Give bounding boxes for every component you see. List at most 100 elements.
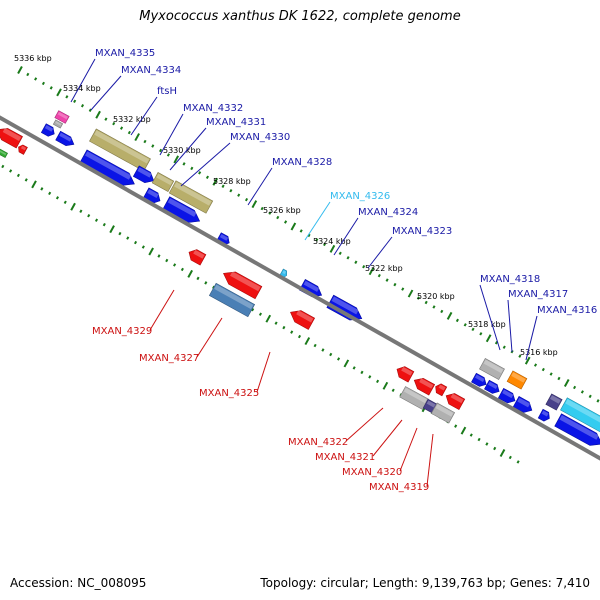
bottom-major-tick: [31, 180, 37, 189]
bottom-minor-tick: [258, 312, 263, 316]
bottom-minor-tick: [274, 321, 278, 325]
top-minor-tick: [205, 175, 210, 180]
feature-layer: [0, 110, 600, 446]
bottom-minor-tick: [282, 325, 286, 330]
leader-line: [399, 427, 418, 472]
top-minor-tick: [518, 354, 522, 358]
top-minor-tick: [244, 197, 249, 202]
leader-line: [247, 167, 273, 206]
gene-block: [208, 282, 256, 318]
bottom-major-tick: [265, 314, 272, 323]
top-major-tick: [134, 133, 140, 142]
bottom-minor-tick: [133, 240, 138, 245]
accession-text: Accession: NC_008095: [10, 576, 147, 590]
top-minor-tick: [299, 229, 303, 233]
gene-block: [0, 147, 8, 159]
gene-block: [79, 149, 135, 186]
gene-block: [560, 397, 600, 433]
gene-block: [435, 383, 448, 397]
top-minor-tick: [307, 233, 311, 238]
gene-block: [554, 413, 600, 446]
gene-label-forward: MXAN_4330: [230, 132, 290, 143]
top-minor-tick: [338, 251, 342, 256]
top-minor-tick: [143, 139, 147, 144]
leader-line: [180, 142, 231, 187]
top-minor-tick: [284, 220, 288, 224]
gene-label-forward: MXAN_4318: [480, 274, 540, 285]
top-minor-tick: [237, 193, 241, 197]
leader-line: [149, 289, 175, 331]
top-minor-tick: [471, 327, 475, 332]
bottom-minor-tick: [376, 379, 380, 384]
gene-block: [132, 165, 155, 184]
top-minor-tick: [432, 305, 436, 309]
top-major-tick: [56, 88, 62, 97]
bottom-minor-tick: [516, 460, 520, 464]
top-minor-tick: [573, 385, 577, 390]
top-minor-tick: [401, 287, 405, 291]
gene-block: [484, 379, 500, 394]
bottom-minor-tick: [102, 222, 106, 227]
bottom-minor-tick: [493, 446, 497, 451]
top-minor-tick: [119, 126, 124, 130]
top-major-tick: [368, 267, 375, 276]
gene-label-forward: ftsH: [157, 86, 177, 97]
leader-line: [169, 127, 207, 171]
bottom-minor-tick: [48, 191, 52, 196]
gene-block: [151, 171, 175, 193]
top-minor-tick: [88, 108, 92, 112]
gene-block: [512, 395, 533, 413]
top-minor-tick: [315, 238, 319, 242]
top-major-tick: [173, 155, 180, 164]
top-minor-tick: [354, 260, 358, 264]
bottom-minor-tick: [329, 352, 333, 357]
map-title: Myxococcus xanthus DK 1622, complete gen…: [139, 9, 461, 24]
bottom-major-tick: [304, 337, 311, 346]
top-minor-tick: [159, 148, 163, 153]
gene-block: [290, 310, 316, 330]
bottom-minor-tick: [251, 308, 255, 312]
bottom-major-tick: [382, 381, 389, 390]
gene-block: [188, 249, 207, 266]
top-minor-tick: [502, 345, 506, 349]
top-major-tick: [212, 177, 219, 186]
bottom-minor-tick: [204, 281, 208, 285]
top-minor-tick: [455, 318, 459, 323]
scale-label: 5320 kbp: [417, 292, 455, 301]
bottom-minor-tick: [336, 357, 341, 361]
gene-label-reverse: MXAN_4320: [342, 467, 402, 478]
gene-label-forward: MXAN_4335: [95, 48, 155, 59]
top-minor-tick: [26, 72, 30, 77]
scale-label: 5328 kbp: [213, 177, 251, 186]
gene-block: [497, 387, 516, 404]
top-major-tick: [329, 244, 336, 253]
leader-line: [479, 284, 501, 351]
top-minor-tick: [580, 390, 584, 394]
top-minor-tick: [260, 206, 264, 211]
gene-label-forward: MXAN_4326: [330, 191, 390, 202]
bottom-minor-tick: [352, 366, 356, 370]
gene-block: [0, 128, 23, 149]
top-minor-tick: [127, 130, 131, 135]
gene-block: [55, 130, 75, 146]
leader-line: [70, 58, 96, 103]
bottom-minor-tick: [118, 231, 122, 236]
gene-label-forward: MXAN_4332: [183, 103, 243, 114]
bottom-minor-tick: [454, 424, 458, 428]
top-minor-tick: [34, 77, 38, 81]
top-minor-tick: [276, 215, 280, 220]
gene-block: [223, 271, 263, 300]
leader-line: [196, 317, 223, 358]
bottom-minor-tick: [94, 218, 99, 222]
scale-label: 5318 kbp: [468, 320, 506, 329]
top-major-tick: [446, 311, 453, 320]
scale-label: 5316 kbp: [520, 348, 558, 357]
top-minor-tick: [190, 166, 194, 171]
leader-line: [367, 236, 393, 269]
top-minor-tick: [65, 95, 69, 99]
top-major-tick: [407, 289, 414, 298]
bottom-minor-tick: [477, 437, 481, 442]
top-major-tick: [95, 110, 101, 119]
gene-label-forward: MXAN_4328: [272, 157, 332, 168]
